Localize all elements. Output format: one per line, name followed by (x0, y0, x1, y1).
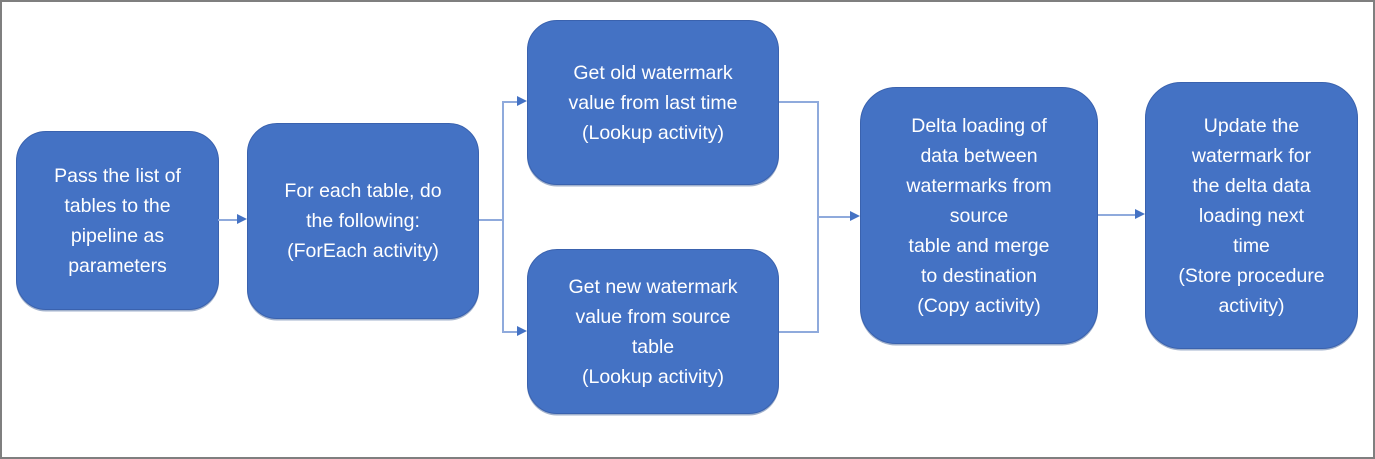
arrowhead-icon (850, 211, 860, 222)
node-delta-loading-copy-activity: Delta loading of data between watermarks… (860, 87, 1098, 344)
arrowhead-icon (1135, 209, 1145, 220)
arrowhead-icon (517, 326, 527, 337)
connector-line-copy-to-update (1098, 214, 1137, 216)
node-get-old-watermark: Get old watermark value from last time (… (527, 20, 779, 185)
arrowhead-icon (237, 214, 247, 225)
connector-line-pass-to-foreach (218, 219, 239, 221)
connector-line-branch-top (502, 101, 518, 103)
connector-line-merge-to-copy (817, 216, 852, 218)
arrowhead-icon (517, 96, 527, 107)
node-foreach-activity: For each table, do the following: (ForEa… (247, 123, 479, 319)
node-update-watermark: Update the watermark for the delta data … (1145, 82, 1358, 349)
connector-line-merge-bottom (779, 331, 819, 333)
node-pass-tables-to-pipeline: Pass the list of tables to the pipeline … (16, 131, 219, 310)
node-get-new-watermark: Get new watermark value from source tabl… (527, 249, 779, 414)
connector-line-branch-bottom (502, 331, 518, 333)
connector-line-foreach-stub (479, 219, 503, 221)
connector-line-merge-top (779, 101, 819, 103)
connector-line-branch-vertical (502, 101, 504, 332)
